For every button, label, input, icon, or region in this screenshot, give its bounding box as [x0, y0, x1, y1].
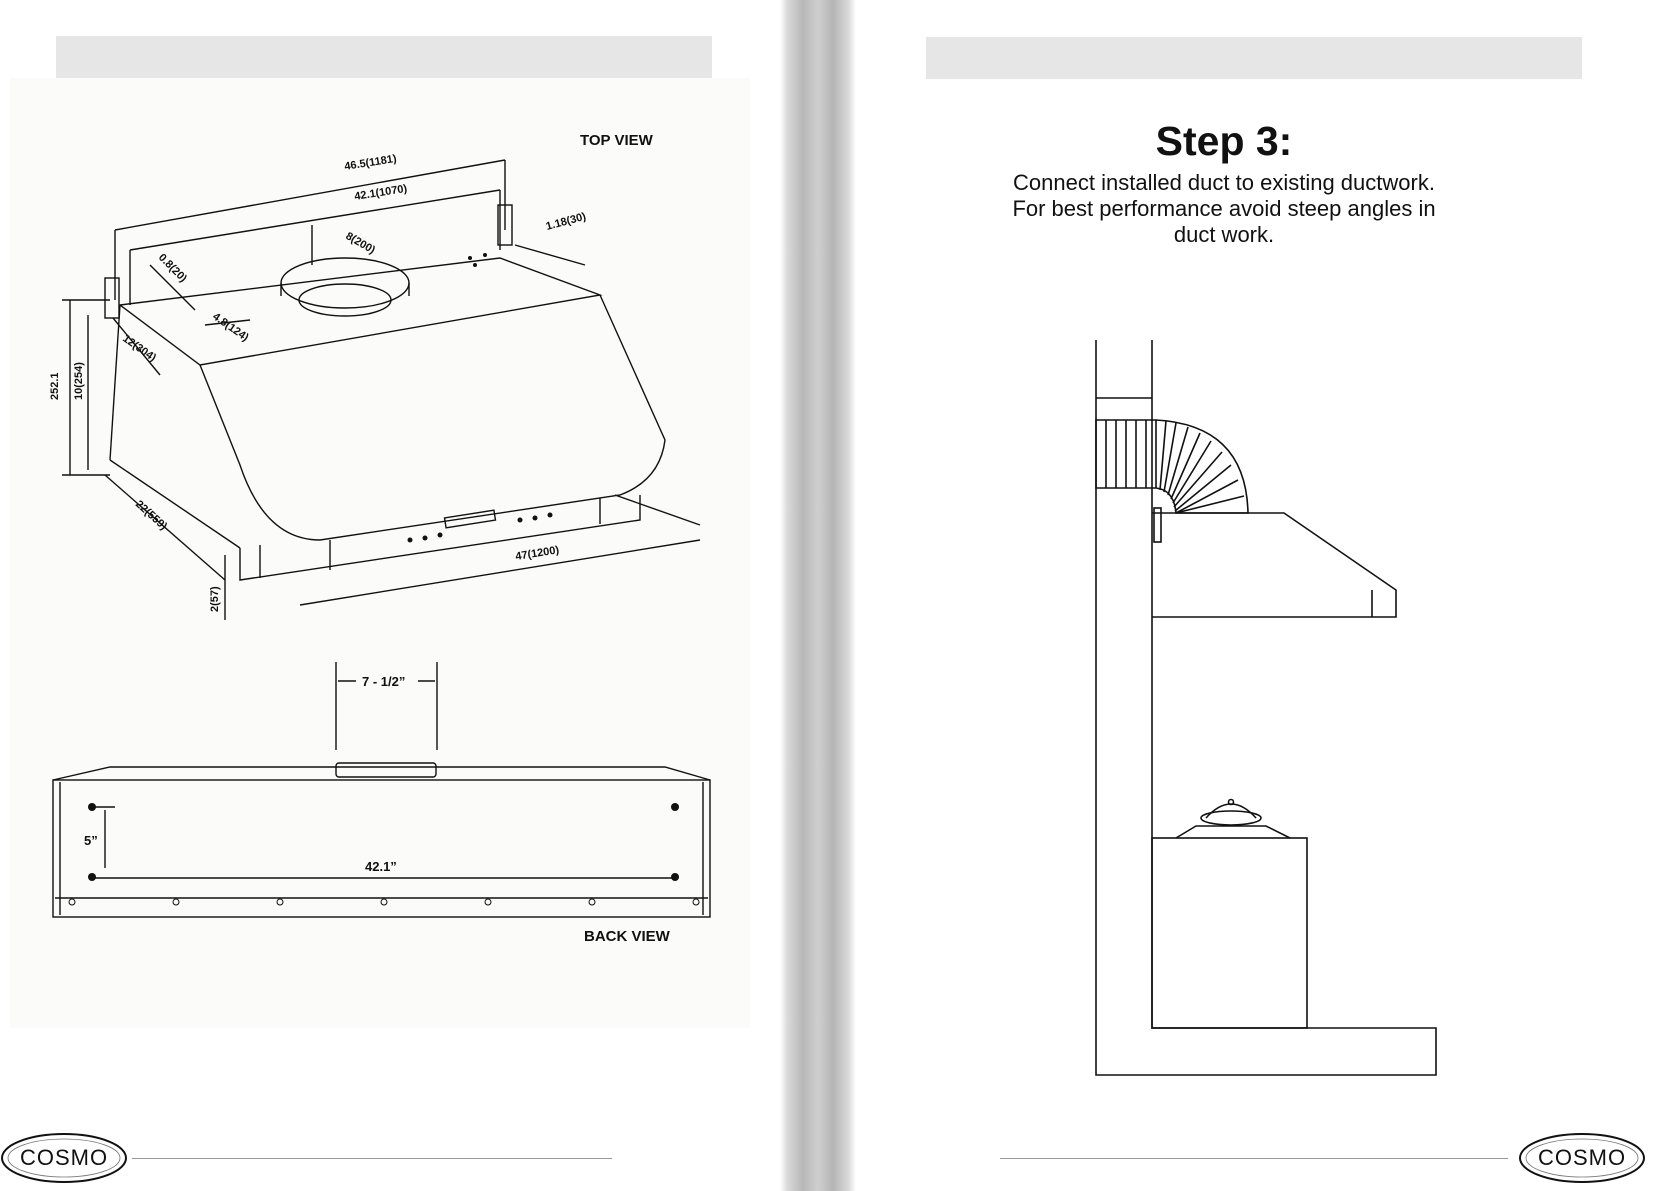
top-view-diagram: 46.5(1181) 42.1(1070) 8(200) 1.18(30) 0.… [49, 153, 701, 620]
right-page: Step 3: Connect installed duct to existi… [856, 0, 1656, 1191]
logo-ellipse-icon [1, 1133, 127, 1183]
dim-body-height: 10(254) [73, 362, 85, 400]
book-spine [780, 0, 856, 1191]
footer-rule-right [1000, 1158, 1508, 1159]
back-view-label: BACK VIEW [584, 928, 670, 945]
dim-horizontal-hole-spacing: 42.1” [365, 859, 397, 874]
logo-text-right: COSMO [1537, 1145, 1627, 1170]
left-header-bar [56, 36, 712, 78]
dim-duct-width-back: 7 - 1/2” [362, 674, 405, 689]
step-instructions: Connect installed duct to existing ductw… [1012, 170, 1436, 247]
ductwork-diagram [1095, 340, 1437, 1076]
logo-text: COSMO [19, 1145, 109, 1170]
left-page: TOP VIEW [0, 0, 780, 1191]
top-view-label: TOP VIEW [580, 132, 653, 149]
dim-bottom-height: 2(57) [209, 586, 221, 612]
step-title: Step 3: [1155, 118, 1293, 164]
dim-total-height: 252.1 [49, 372, 61, 400]
diagram-panel [10, 78, 750, 1028]
dim-vertical-hole-spacing: 5” [84, 833, 98, 848]
cosmo-logo-right: COSMO [1518, 1132, 1646, 1184]
footer-rule [132, 1158, 612, 1159]
logo-ellipse-icon [1519, 1133, 1645, 1183]
back-view-diagram: 7 - 1/2” 5” 42.1” [52, 662, 711, 918]
right-header-bar [926, 37, 1582, 79]
cosmo-logo: COSMO [0, 1132, 128, 1184]
